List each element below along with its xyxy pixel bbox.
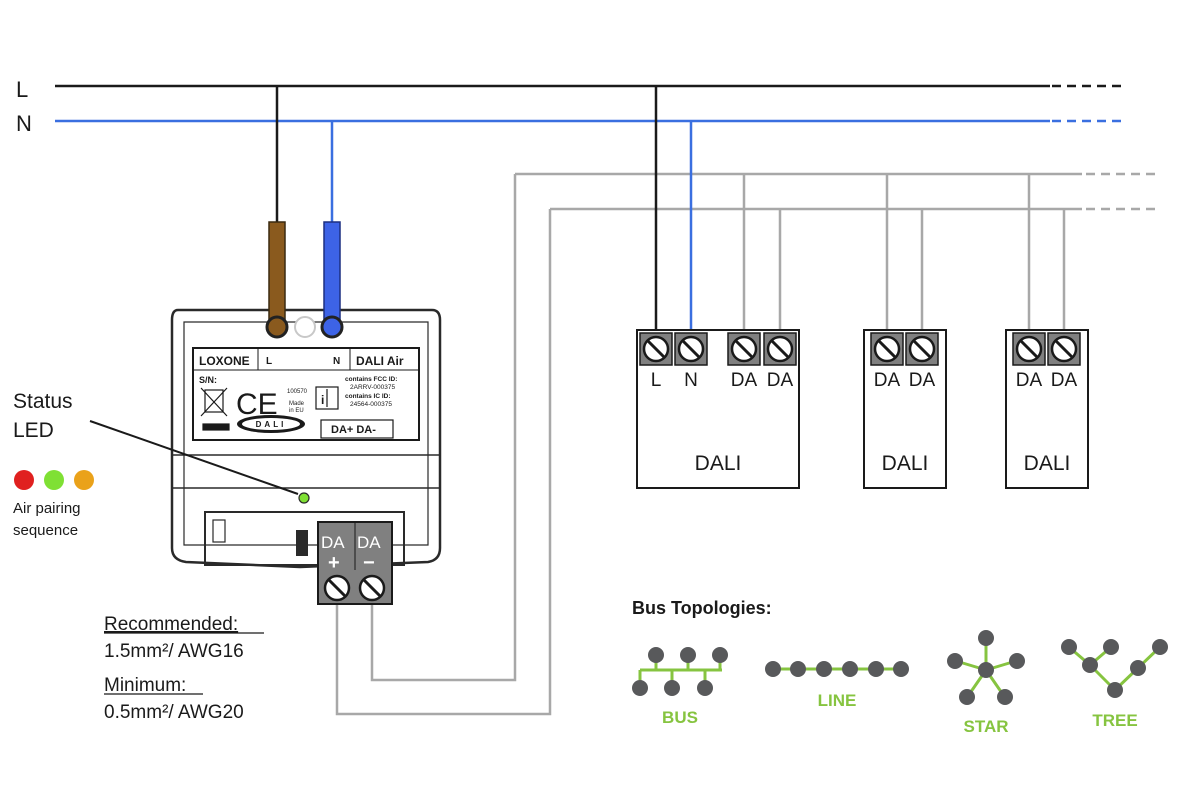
topology-bus-icon [632, 647, 728, 696]
status-led-callout: Status LED Air pairing sequence [13, 390, 299, 539]
rail-label-n: N [16, 111, 32, 136]
status-leader-line [89, 420, 299, 495]
label-terminal-l: L [266, 356, 272, 367]
bus-label-text: DA+ DA- [331, 424, 376, 436]
power-drops [275, 86, 693, 332]
in-eu-text: in EU [289, 408, 304, 414]
dali-device-3-terminal-da1: DA [1016, 370, 1043, 391]
topology-line-label: LINE [818, 691, 857, 710]
dali-bus-wires [335, 172, 1156, 716]
fcc-id: 2ARRV-000375 [350, 384, 395, 391]
minimum-label: Minimum: [104, 675, 186, 696]
clip-slot-left [212, 519, 226, 543]
led-window [294, 316, 316, 338]
module-inner-outline [183, 321, 429, 546]
bus-da2-feed [335, 209, 552, 716]
dali-device-2-screws [870, 332, 939, 366]
dali-logo-text: DALI [256, 420, 287, 429]
topologies-title: Bus Topologies: [632, 598, 772, 618]
dali-device-2-terminal-da2: DA [909, 370, 936, 391]
ic-label: contains IC ID: [345, 393, 391, 400]
brown-lead [268, 221, 286, 323]
topology-bus-label: BUS [662, 708, 698, 727]
blue-lead [323, 221, 341, 323]
power-rails: L N [16, 77, 1122, 136]
fcc-label: contains FCC ID: [345, 376, 397, 383]
terminal-screw-minus [358, 574, 386, 602]
model-text: DALI Air [356, 354, 404, 368]
recommended-label: Recommended: [104, 614, 238, 635]
bus-topologies: Bus Topologies: BUS [632, 598, 1168, 736]
pairing-label-line1: Air pairing [13, 500, 81, 517]
weee-bin-icon [200, 387, 230, 431]
terminal-da-plus-label: DA [321, 533, 345, 552]
topology-line-icon [765, 661, 909, 677]
dali-device-1-terminal-l: L [651, 370, 662, 391]
minimum-value: 0.5mm²/ AWG20 [104, 702, 244, 723]
dali-logo: DALI [237, 415, 305, 433]
sn-text: S/N: [199, 375, 217, 385]
code-text: 100570 [287, 389, 308, 395]
dali-device-1-terminal-n: N [684, 370, 698, 391]
pairing-dot-green [44, 470, 64, 490]
clip-slot-right [296, 530, 308, 556]
module-clip [204, 511, 405, 566]
dali-device-2: DA DA DALI [863, 329, 947, 489]
dali-device-1-name: DALI [695, 452, 742, 475]
pairing-label-line2: sequence [13, 522, 78, 539]
module-label [192, 347, 420, 441]
terminal-da-minus-label: DA [357, 533, 381, 552]
blue-lead-end [320, 315, 344, 339]
brand-text: LOXONE [199, 354, 250, 368]
bus-label-box [320, 419, 394, 439]
terminal-screw-plus [323, 574, 351, 602]
brown-lead-end [265, 315, 289, 339]
status-label-line2: LED [13, 419, 54, 442]
wire-size-info: Recommended: 1.5mm²/ AWG16 Minimum: 0.5m… [104, 614, 264, 723]
dali-device-2-name: DALI [882, 452, 929, 475]
topology-tree-label: TREE [1092, 711, 1137, 730]
ic-id: 24564-000375 [350, 401, 392, 408]
terminal-minus-sign: − [363, 552, 375, 574]
pairing-dot-orange [74, 470, 94, 490]
status-led [298, 492, 310, 504]
dali-device-3-terminal-da2: DA [1051, 370, 1078, 391]
dali-device-3-screws [1012, 332, 1081, 366]
dali-device-3: DA DA DALI [1005, 329, 1089, 489]
bus-da1-feed [370, 174, 517, 682]
dali-device-1-screws [639, 332, 797, 366]
rail-label-l: L [16, 77, 28, 102]
status-label-line1: Status [13, 390, 73, 413]
dali-device-3-name: DALI [1024, 452, 1071, 475]
dali-device-1-terminal-da1: DA [731, 370, 758, 391]
dali-air-module: LOXONE L N DALI Air S/N: CE 100570 Made … [170, 221, 442, 605]
label-terminal-n: N [333, 356, 340, 367]
dali-device-1-terminal-da2: DA [767, 370, 794, 391]
topology-star-icon [947, 630, 1025, 705]
dali-device-2-terminal-da1: DA [874, 370, 901, 391]
topology-star-label: STAR [963, 717, 1008, 736]
dali-device-1: L N DA DA DALI [636, 329, 800, 489]
recommended-value: 1.5mm²/ AWG16 [104, 641, 244, 662]
made-text: Made [289, 401, 305, 407]
terminal-plus-sign: + [328, 552, 340, 574]
topology-tree-icon [1061, 639, 1168, 698]
pairing-dot-red [14, 470, 34, 490]
svg-text:i: i [321, 393, 324, 407]
manual-icon: i [315, 386, 339, 410]
